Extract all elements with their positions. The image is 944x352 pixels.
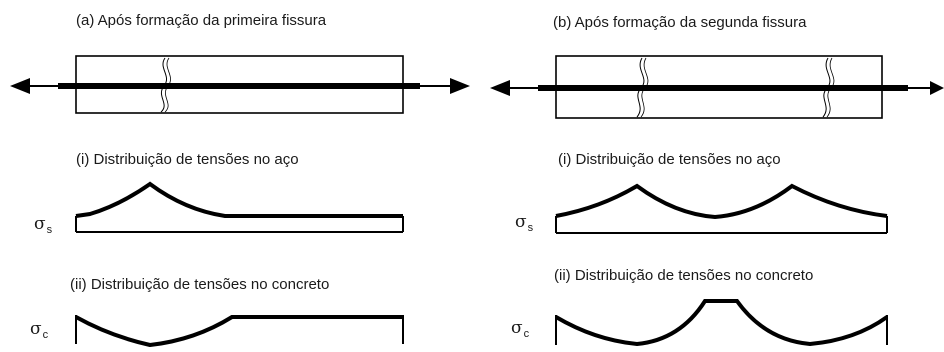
panel-a-concrete-section-title: (ii) Distribuição de tensões no concreto: [70, 276, 330, 293]
panel-b-concrete-stress-symbol: σc: [511, 318, 529, 340]
panel-b-title: (b) Após formação da segunda fissura: [553, 14, 807, 31]
panel-b-concrete-stress-diagram: [554, 299, 889, 347]
panel-b-steel-stress-curve: [555, 183, 888, 220]
panel-a-steel-stress-symbol: σs: [34, 214, 52, 236]
panel-a-steel-section-title: (i) Distribuição de tensões no aço: [76, 151, 299, 168]
panel-b-concrete-sigma: σ: [511, 318, 523, 338]
panel-a-steel-stress-curve: [75, 181, 403, 218]
panel-a-right-arrowhead-icon: [450, 78, 470, 94]
panel-a-concrete-stress-diagram: [75, 315, 404, 348]
panel-b-left-arrowhead-icon: [490, 80, 510, 96]
panel-a-concrete-sigma: σ: [30, 319, 42, 339]
panel-a-steel-stress-diagram: [75, 181, 404, 233]
panel-b-tension-bar: [490, 55, 944, 119]
panel-a-concrete-subscript: c: [42, 329, 49, 341]
panel-b-crack-2-icon: [822, 57, 831, 118]
panel-a-concrete-stress-symbol: σc: [30, 319, 48, 341]
panel-b-crack-2-edge: [826, 57, 835, 118]
panel-b-steel-stress-symbol: σs: [515, 212, 533, 234]
panel-a-drawing: [10, 55, 470, 348]
panel-b-right-arrowhead-icon: [930, 81, 944, 95]
panel-b-drawing: [490, 55, 944, 347]
panel-a-left-arrowhead-icon: [10, 78, 30, 94]
panel-b-concrete-section-title: (ii) Distribuição de tensões no concreto: [554, 267, 814, 284]
panel-b-steel-section-title: (i) Distribuição de tensões no aço: [558, 151, 781, 168]
panel-a-steel-sigma: σ: [34, 214, 46, 234]
panel-b-concrete-subscript: c: [523, 328, 530, 340]
panel-a-crack-1-edge: [164, 57, 171, 113]
panel-b-steel-subscript: s: [527, 222, 534, 234]
panel-a-crack-1-icon: [160, 57, 168, 113]
panel-a-tension-bar: [10, 55, 470, 114]
panel-b-steel-stress-diagram: [555, 183, 888, 234]
panel-a-concrete-stress-curve: [75, 315, 403, 348]
panel-b-concrete-stress-curve: [554, 299, 889, 347]
panel-b-crack-1-edge: [640, 57, 649, 118]
panel-a-title: (a) Após formação da primeira fissura: [76, 12, 327, 29]
panel-a-steel-subscript: s: [46, 224, 53, 236]
panel-b-crack-1-icon: [636, 57, 645, 118]
panel-b-steel-sigma: σ: [515, 212, 527, 232]
